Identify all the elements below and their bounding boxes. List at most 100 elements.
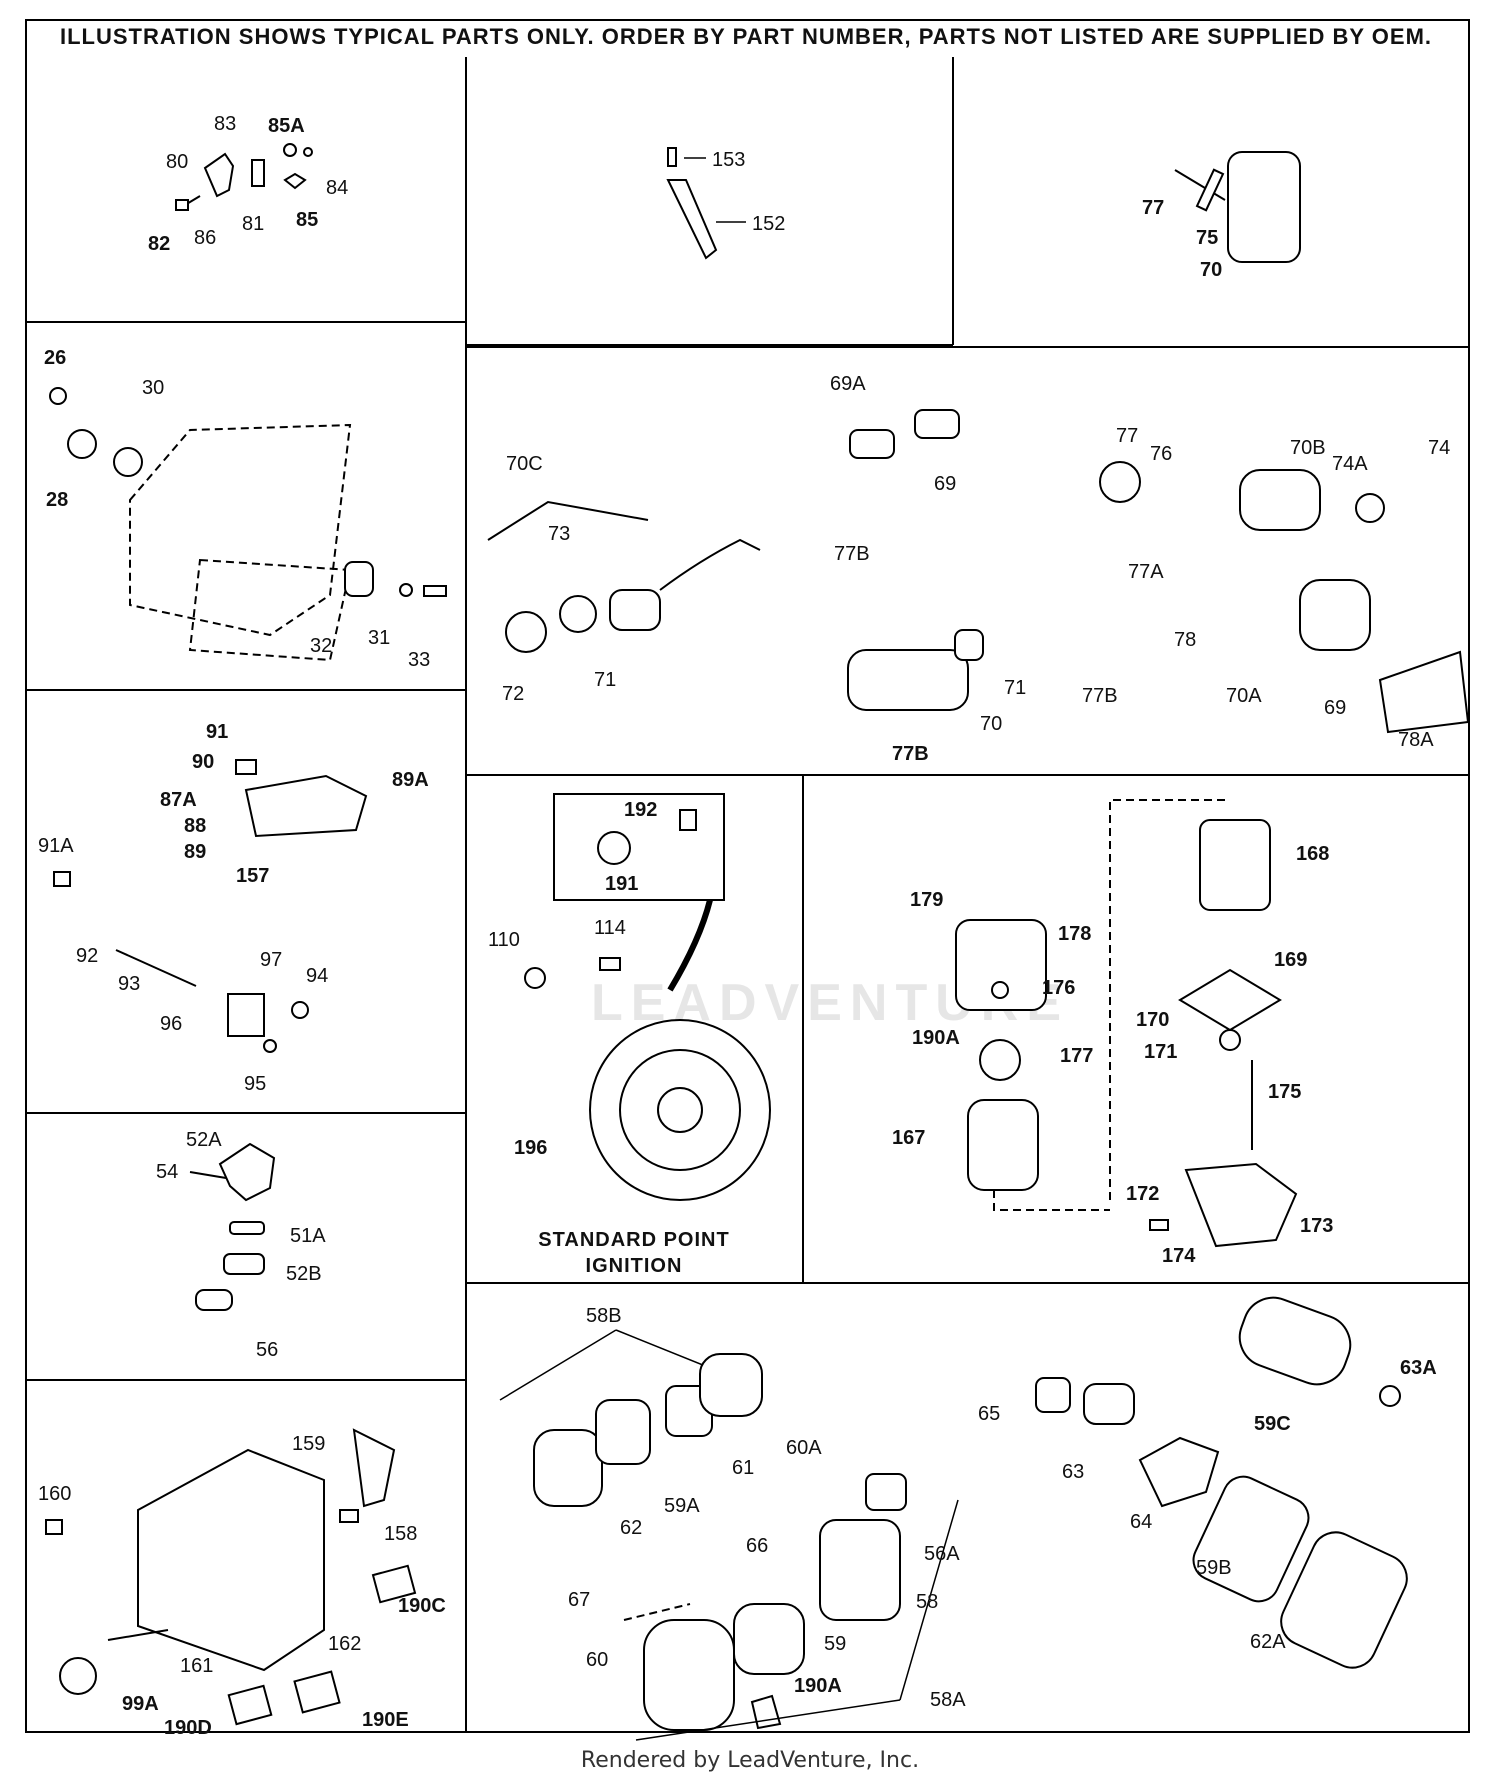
callout: 31 xyxy=(368,627,390,649)
panel-7-ignition: 192 191 110 114 196 STANDARD POINT IGNIT… xyxy=(488,793,771,1277)
callout: 70C xyxy=(506,453,543,475)
callout: 69 xyxy=(934,473,956,495)
panel-5-exhaust: 70C 73 72 71 69A 69 77B 71 70 77B 77 76 … xyxy=(487,373,1470,765)
callout: 70A xyxy=(1226,685,1262,707)
callout: 85A xyxy=(268,115,305,137)
ignition-label-line1: STANDARD POINT xyxy=(538,1229,729,1251)
callout: 75 xyxy=(1196,227,1218,249)
callout: 62 xyxy=(620,1517,642,1539)
callout: 69 xyxy=(1324,697,1346,719)
callout: 94 xyxy=(306,965,328,987)
callout: 161 xyxy=(180,1655,213,1677)
callout: 72 xyxy=(502,683,524,705)
panel-3-muffler: 77 75 70 xyxy=(1142,151,1301,281)
callout: 89A xyxy=(392,769,429,791)
callout: 91A xyxy=(38,835,74,857)
callout: 80 xyxy=(166,151,188,173)
callout: 61 xyxy=(732,1457,754,1479)
callout: 78A xyxy=(1398,729,1434,751)
callout: 69A xyxy=(830,373,866,395)
header-notice: ILLUSTRATION SHOWS TYPICAL PARTS ONLY. O… xyxy=(59,24,1433,49)
callout: 64 xyxy=(1130,1511,1152,1533)
callout: 59A xyxy=(664,1495,700,1517)
callout: 168 xyxy=(1296,843,1329,865)
callout: 70 xyxy=(1200,259,1222,281)
callout: 84 xyxy=(326,177,348,199)
callout: 82 xyxy=(148,233,170,255)
callout: 83 xyxy=(214,113,236,135)
callout: 93 xyxy=(118,973,140,995)
callout: 179 xyxy=(910,889,943,911)
callout: 90 xyxy=(192,751,214,773)
callout: 67 xyxy=(568,1589,590,1611)
callout: 86 xyxy=(194,227,216,249)
callout: 87A xyxy=(160,789,197,811)
panel-6-control-bracket: 91 90 89A 87A 88 89 157 91A 92 93 97 94 … xyxy=(38,721,429,1095)
callout: 190A xyxy=(912,1027,960,1049)
panel-2-bracket: 153 152 xyxy=(666,147,785,260)
callout: 81 xyxy=(242,213,264,235)
panel-8-filter-assembly: 168 179 178 169 176 170 190A 171 177 175… xyxy=(892,799,1333,1267)
footer-credit: Rendered by LeadVenture, Inc. xyxy=(580,1748,920,1773)
callout: 58A xyxy=(930,1689,966,1711)
callout: 54 xyxy=(156,1161,178,1183)
callout: 71 xyxy=(594,669,616,691)
callout: 59 xyxy=(824,1633,846,1655)
callout: 157 xyxy=(236,865,269,887)
callout: 70B xyxy=(1290,437,1326,459)
callout: 171 xyxy=(1144,1041,1177,1063)
callout: 58B xyxy=(586,1305,622,1327)
callout: 158 xyxy=(384,1523,417,1545)
callout: 30 xyxy=(142,377,164,399)
callout: 95 xyxy=(244,1073,266,1095)
panel-1-governor-linkage: 83 85A 80 84 82 86 81 85 xyxy=(148,113,348,255)
panel-9-intake-elbow: 52A 54 51A 52B 56 xyxy=(156,1129,326,1361)
callout: 196 xyxy=(514,1137,547,1159)
callout: 62A xyxy=(1250,1631,1286,1653)
callout: 77B xyxy=(892,743,929,765)
callout: 174 xyxy=(1162,1245,1196,1267)
panel-10-control-box: 159 160 158 190C 162 161 99A 190D 190E xyxy=(38,1428,446,1739)
callout: 167 xyxy=(892,1127,925,1149)
callout: 76 xyxy=(1150,443,1172,465)
callout: 77B xyxy=(1082,685,1118,707)
callout: 59B xyxy=(1196,1557,1232,1579)
callout: 192 xyxy=(624,799,657,821)
callout: 71 xyxy=(1004,677,1026,699)
panel-11-air-cleaner: 58B 60A 61 59A 62 66 56A 67 58 59 60 190… xyxy=(499,1305,966,1741)
callout: 177 xyxy=(1060,1045,1093,1067)
callout: 114 xyxy=(594,917,626,939)
callout: 176 xyxy=(1042,977,1075,999)
callout: 73 xyxy=(548,523,570,545)
callout: 65 xyxy=(978,1403,1000,1425)
callout: 56A xyxy=(924,1543,960,1565)
callout: 190E xyxy=(362,1709,409,1731)
callout: 88 xyxy=(184,815,206,837)
callout: 28 xyxy=(46,489,68,511)
callout: 190C xyxy=(398,1595,446,1617)
callout: 89 xyxy=(184,841,206,863)
callout: 110 xyxy=(488,929,520,951)
callout: 32 xyxy=(310,635,332,657)
callout: 33 xyxy=(408,649,430,671)
callout: 51A xyxy=(290,1225,326,1247)
callout: 169 xyxy=(1274,949,1307,971)
callout: 74A xyxy=(1332,453,1368,475)
panel-frame xyxy=(25,19,1470,1733)
callout: 91 xyxy=(206,721,228,743)
callout: 52B xyxy=(286,1263,322,1285)
callout: 99A xyxy=(122,1693,159,1715)
callout: 77A xyxy=(1128,561,1164,583)
callout: 26 xyxy=(44,347,66,369)
callout: 96 xyxy=(160,1013,182,1035)
callout: 162 xyxy=(328,1633,361,1655)
callout: 60A xyxy=(786,1437,822,1459)
callout: 175 xyxy=(1268,1081,1301,1103)
callout: 58 xyxy=(916,1591,938,1613)
callout: 190D xyxy=(164,1717,212,1739)
ignition-label-line2: IGNITION xyxy=(586,1255,683,1277)
callout: 152 xyxy=(752,213,785,235)
callout: 170 xyxy=(1136,1009,1169,1031)
